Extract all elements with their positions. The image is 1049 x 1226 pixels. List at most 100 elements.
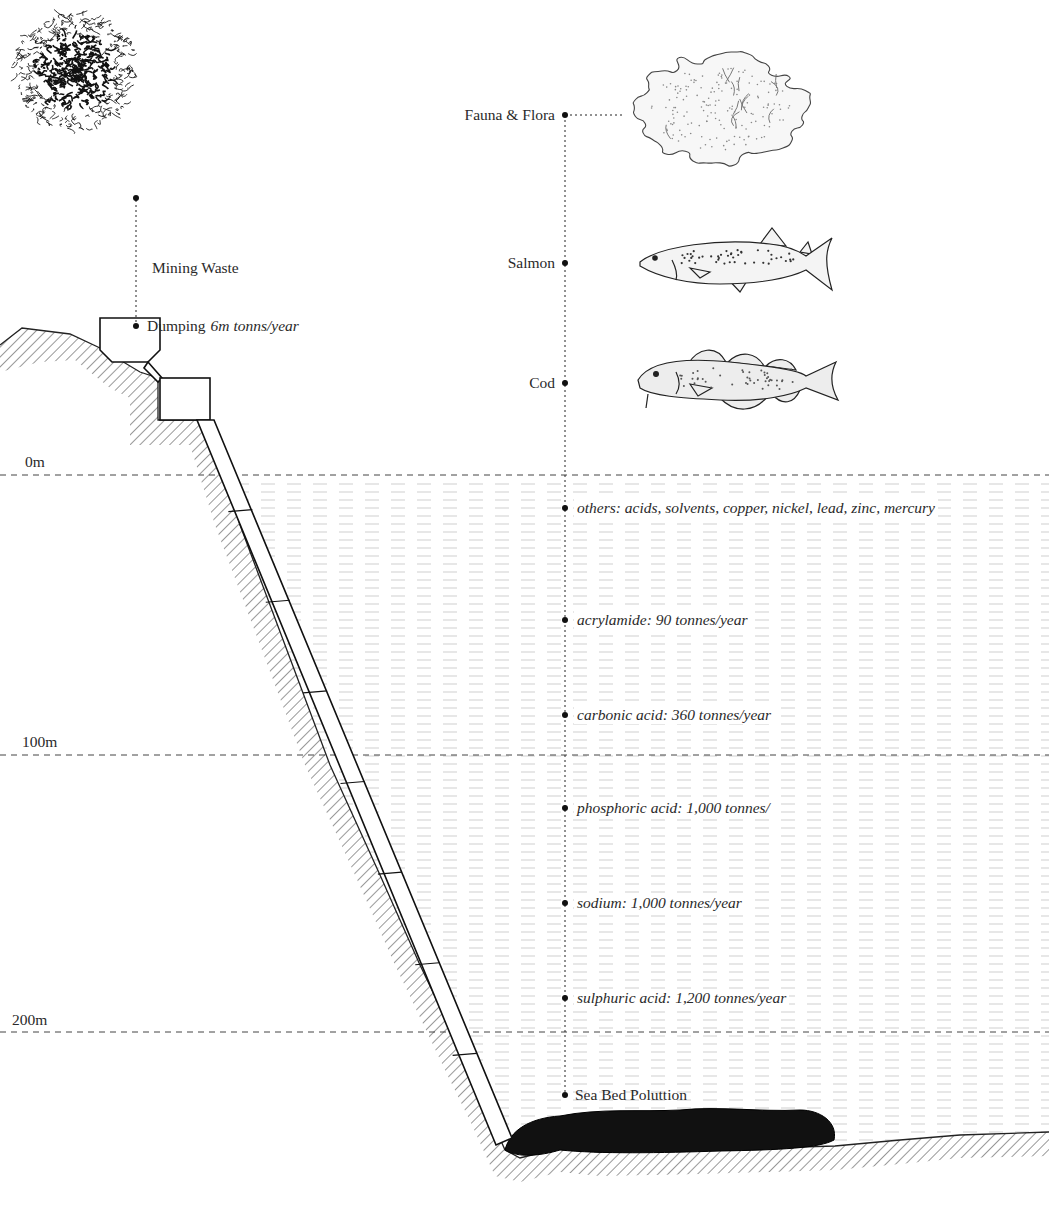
coral-stipple: [751, 113, 753, 115]
cod-spot: [697, 370, 699, 372]
coral-branch: [666, 125, 671, 139]
coral-stipple: [726, 141, 728, 143]
coral-stipple: [687, 123, 689, 125]
coral-stipple: [716, 137, 718, 139]
waste-stroke: [45, 75, 56, 77]
waste-stroke: [50, 111, 55, 118]
cod-spot: [776, 380, 778, 382]
salmon-spot: [762, 262, 764, 264]
waste-stroke: [79, 123, 81, 128]
waste-stroke: [86, 128, 92, 130]
waste-stroke: [42, 42, 44, 47]
waste-stroke: [98, 23, 103, 27]
waste-stroke: [87, 27, 92, 32]
waste-stroke: [114, 33, 121, 36]
coral-stipple: [700, 147, 702, 149]
waste-stroke: [101, 21, 111, 23]
cod-spot: [764, 374, 766, 376]
waste-stroke: [16, 50, 21, 59]
coral-stipple: [725, 149, 727, 151]
waste-stroke: [76, 69, 80, 72]
waste-stroke: [73, 116, 76, 119]
coral-stipple: [670, 83, 672, 85]
cod-spot: [697, 377, 699, 379]
coral-outline: [633, 52, 810, 167]
salmon-spots: [681, 249, 795, 265]
coral-stipple: [675, 86, 677, 88]
waste-stroke: [41, 37, 43, 40]
waste-stroke: [85, 67, 90, 70]
waste-stroke: [91, 90, 96, 93]
leader-dot: [562, 805, 568, 811]
coral-stipple: [739, 136, 741, 138]
waste-stroke: [46, 122, 52, 126]
waste-stroke: [11, 73, 17, 81]
coral-stipple: [731, 88, 733, 90]
salmon-spot: [693, 250, 695, 252]
salmon-spot: [732, 256, 734, 258]
waste-stroke: [26, 105, 29, 107]
waste-stroke: [26, 87, 34, 90]
coral-stipple: [763, 81, 765, 83]
leader-dot: [562, 995, 568, 1001]
waste-stroke: [103, 108, 111, 111]
cod-spot: [748, 371, 750, 373]
waste-stroke: [98, 104, 101, 106]
leader-dots: [133, 112, 568, 1098]
coral-stipple: [755, 121, 757, 123]
salmon-spot: [715, 261, 717, 263]
coral-stipple: [693, 79, 695, 81]
cod-spot: [765, 380, 767, 382]
coral-stipple: [749, 94, 751, 96]
coral-stipple: [710, 91, 712, 93]
salmon-spot: [686, 253, 688, 255]
salmon-spot: [792, 258, 794, 260]
coral-stipple: [764, 136, 766, 138]
waste-stroke: [81, 63, 86, 67]
salmon-spot: [737, 254, 739, 256]
coral-stipple: [690, 79, 692, 81]
waste-stroke: [39, 112, 45, 116]
coral-stipple: [736, 89, 738, 91]
coral-branch: [731, 112, 739, 126]
coral-branch: [771, 82, 778, 96]
cod-spot: [742, 371, 744, 373]
coral-stipple: [670, 123, 672, 125]
waste-stroke: [65, 120, 69, 123]
waste-stroke: [94, 121, 97, 130]
coral-stipple: [680, 88, 682, 90]
waste-stroke: [70, 75, 77, 81]
waste-stroke: [102, 60, 108, 62]
waste-stroke: [51, 35, 55, 40]
waste-stroke: [115, 94, 124, 100]
coral-stipple: [789, 105, 791, 107]
waste-stroke: [58, 28, 68, 31]
waste-stroke: [33, 103, 37, 105]
waste-stroke: [54, 105, 56, 109]
waste-stroke: [75, 54, 81, 56]
coral-stipple: [711, 146, 713, 148]
cod-spot: [757, 379, 759, 381]
waste-stroke: [75, 25, 76, 29]
waste-stroke: [121, 68, 130, 71]
waste-stroke: [80, 34, 83, 38]
pipe-joint: [341, 782, 365, 784]
waste-stroke: [114, 77, 116, 80]
coral-stipple: [651, 107, 653, 109]
coral-stipple: [695, 80, 697, 82]
waste-stroke: [123, 45, 128, 46]
coral-stipple: [715, 104, 717, 106]
coral-stipple: [663, 84, 665, 86]
pollutant-label: acrylamide: 90 tonnes/year: [574, 611, 750, 630]
coral-stipple: [775, 90, 777, 92]
waste-stroke: [61, 63, 63, 65]
salmon-spot: [734, 261, 736, 263]
coral-stipple: [685, 85, 687, 87]
waste-stroke: [44, 22, 50, 25]
waste-stroke: [62, 22, 64, 26]
coral-stipple: [756, 138, 758, 140]
coral-stipple: [721, 74, 723, 76]
waste-stroke: [81, 21, 85, 28]
coral-stipple: [718, 99, 720, 101]
